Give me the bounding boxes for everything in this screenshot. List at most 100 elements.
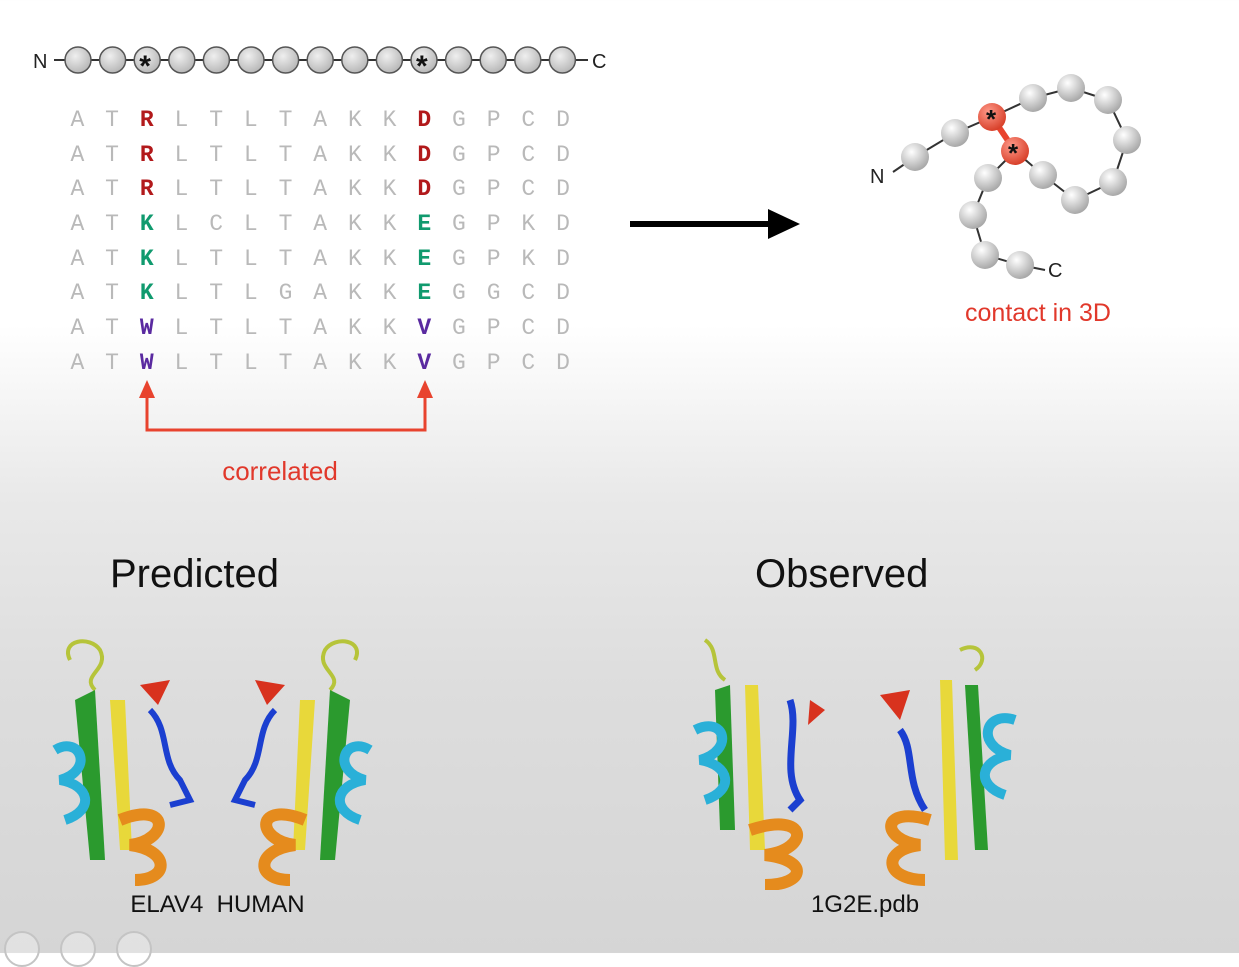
alignment-residue: A (70, 210, 85, 237)
alignment-residue: W (139, 349, 154, 376)
alignment-residue: D (556, 349, 570, 376)
alignment-residue: A (313, 210, 328, 237)
chain-bead (98, 46, 127, 74)
alignment-residue: A (313, 176, 328, 203)
alignment-residue: L (174, 141, 189, 168)
alignment-residue: D (556, 176, 570, 203)
alignment-residue: T (105, 210, 119, 237)
alignment-residue: V (417, 314, 432, 341)
alignment-residue: T (209, 106, 223, 133)
alignment-residue: T (105, 280, 119, 307)
alignment-residue: D (556, 210, 570, 237)
alignment-residue: T (278, 349, 293, 376)
alignment-residue: C (521, 106, 536, 133)
folded-bead (941, 119, 969, 147)
alignment-residue: K (382, 280, 397, 307)
alignment-residue: D (556, 141, 570, 168)
folded-bead (959, 201, 987, 229)
folded-chain-diagram: N C * * (870, 74, 1141, 282)
alignment-residue: L (243, 280, 258, 307)
alignment-residue: G (452, 349, 466, 376)
folded-bead (1113, 126, 1141, 154)
alignment-residue: K (347, 314, 362, 341)
alignment-residue: L (174, 106, 189, 133)
chain-bead (341, 46, 369, 74)
protein-ribbon-icon (692, 638, 825, 890)
chain-bead-star: * (416, 50, 428, 83)
chain-bead (64, 46, 92, 74)
folded-bead (1099, 168, 1127, 196)
alignment-residue: K (139, 210, 154, 237)
alignment-residue: L (174, 210, 189, 237)
alignment-residue: K (382, 245, 397, 272)
folded-bead (1019, 84, 1047, 112)
alignment-residue: K (382, 349, 397, 376)
alignment-residue: K (347, 349, 362, 376)
more-icon[interactable] (116, 931, 152, 967)
alignment-residue: T (105, 176, 119, 203)
alignment-residue: L (174, 245, 189, 272)
alignment-residue: C (521, 280, 536, 307)
chain-bead (514, 46, 542, 74)
alignment-residue: K (347, 245, 362, 272)
chain-bead (202, 46, 231, 74)
folded-bead (974, 164, 1002, 192)
search-icon[interactable] (60, 931, 96, 967)
alignment-residue: T (209, 245, 223, 272)
alignment-residue: A (70, 245, 85, 272)
contact-star-1: * (986, 104, 997, 134)
alignment-residue: A (313, 141, 328, 168)
slides-icon[interactable] (4, 931, 40, 967)
folded-n-label: N (870, 166, 884, 188)
chain-bead (444, 46, 473, 74)
alignment-residue: E (417, 245, 432, 272)
alignment-residue: G (452, 106, 466, 133)
alignment-residue: T (209, 314, 223, 341)
alignment-residue: T (105, 314, 119, 341)
correlation-bracket (145, 395, 427, 432)
alignment-residue: R (139, 141, 154, 168)
alignment-residue: C (521, 349, 536, 376)
alignment-residue: D (556, 106, 570, 133)
alignment-residue: A (313, 106, 328, 133)
alignment-residue: K (347, 176, 362, 203)
contact-label: contact in 3D (965, 299, 1111, 327)
alignment-residue: L (243, 314, 258, 341)
alignment-residue: T (278, 314, 293, 341)
alignment-residue: T (278, 176, 293, 203)
arrow-right-icon (630, 209, 800, 239)
alignment-residue: C (521, 176, 536, 203)
chain-bead (306, 46, 334, 74)
alignment-residue: T (278, 106, 293, 133)
alignment-residue: A (313, 349, 328, 376)
alignment-residue: K (382, 106, 397, 133)
alignment-residue: L (243, 141, 258, 168)
folded-chain-beads (901, 74, 1141, 279)
alignment-residue: G (452, 280, 466, 307)
correlated-label: correlated (222, 456, 338, 486)
alignment-residue: A (70, 106, 85, 133)
alignment-residue: G (278, 280, 293, 307)
alignment-residue: A (70, 280, 85, 307)
alignment-residue: G (452, 176, 466, 203)
folded-bead (1094, 86, 1122, 114)
folded-c-label: C (1048, 260, 1062, 282)
folded-bead (1006, 251, 1034, 279)
chain-bead (168, 46, 196, 74)
alignment-residue: A (70, 314, 85, 341)
alignment-residue: L (174, 176, 189, 203)
alignment-residue: T (209, 280, 223, 307)
alignment-residue: R (139, 176, 154, 203)
alignment-residue: A (313, 245, 328, 272)
contact-star-2: * (1008, 138, 1019, 168)
alignment-residue: K (347, 280, 362, 307)
alignment-residue: G (452, 210, 466, 237)
alignment-residue: K (521, 210, 536, 237)
bracket-arrowhead-left (139, 380, 155, 398)
